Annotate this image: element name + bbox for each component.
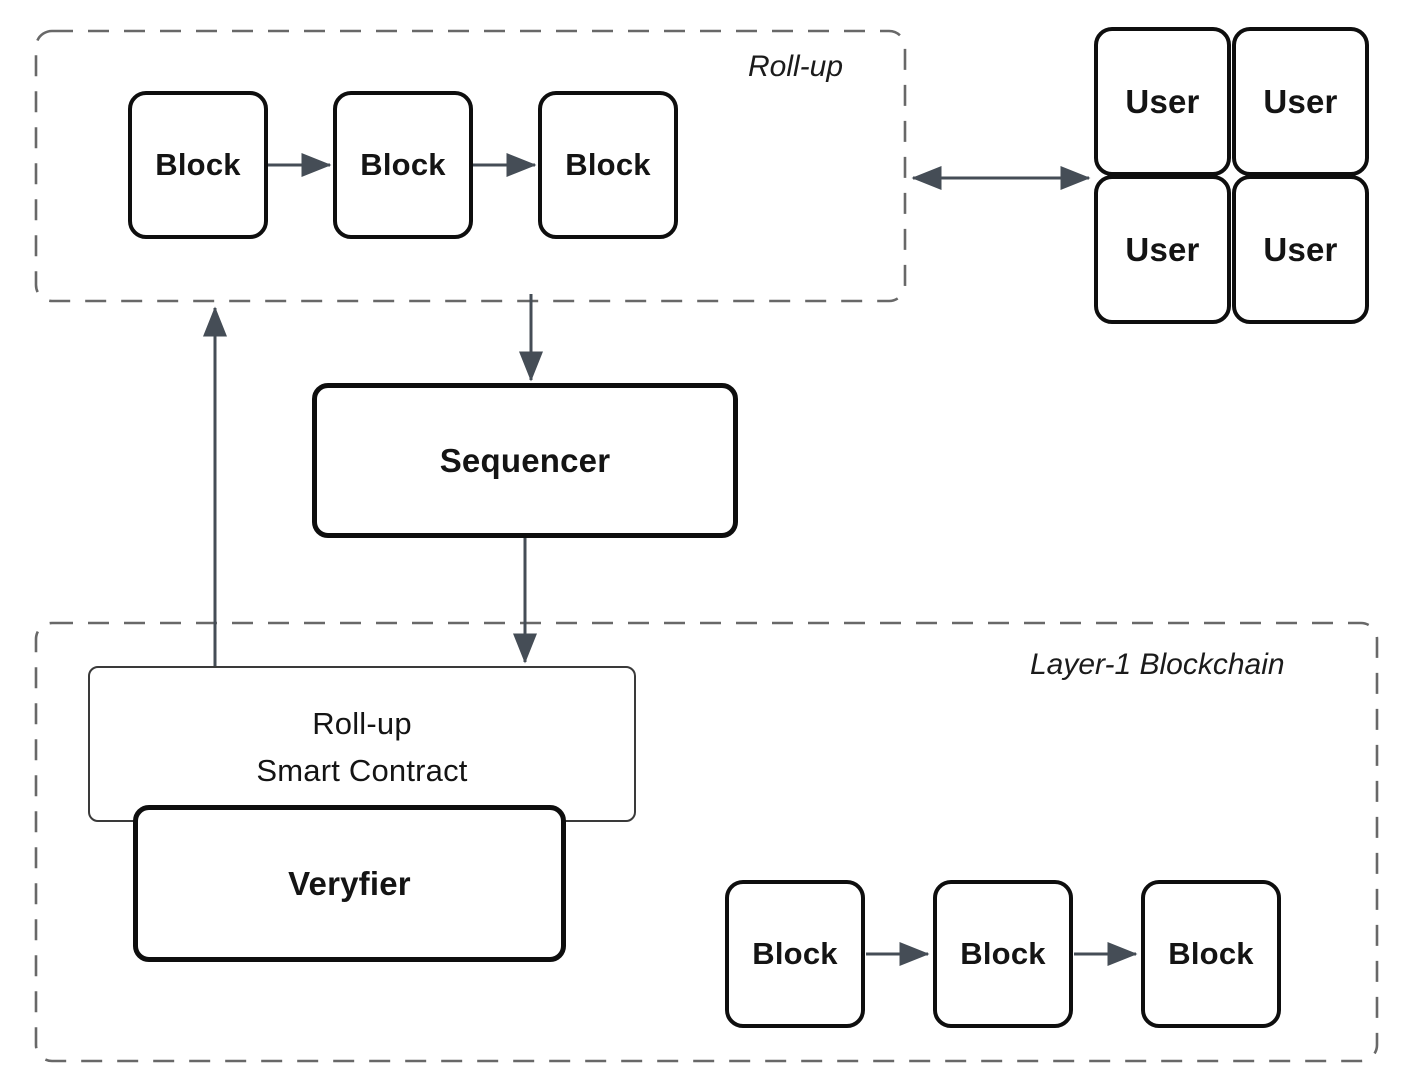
layer1-block-2-label: Block: [960, 936, 1046, 971]
rollup-block-2-label: Block: [360, 147, 446, 182]
user-box-4-label: User: [1263, 230, 1338, 268]
layer1-zone-label: Layer-1 Blockchain: [1030, 648, 1285, 681]
layer1-block-2: Block: [933, 880, 1073, 1028]
layer1-dashed-border: [34, 621, 1379, 1063]
layer1-block-1-label: Block: [752, 936, 838, 971]
verifier-label: Veryfier: [288, 864, 411, 902]
user-box-4: User: [1232, 175, 1369, 324]
smart-contract-box: Roll-up Smart Contract: [88, 666, 636, 822]
rollup-dashed-border: [34, 29, 907, 303]
user-box-1-label: User: [1125, 82, 1200, 120]
user-box-3: User: [1094, 175, 1231, 324]
sequencer-box: Sequencer: [312, 383, 738, 538]
user-box-1: User: [1094, 27, 1231, 176]
user-box-2-label: User: [1263, 82, 1338, 120]
sequencer-label: Sequencer: [439, 441, 611, 479]
smart-contract-line1: Roll-up: [312, 706, 412, 741]
layer1-block-3-label: Block: [1168, 936, 1254, 971]
rollup-zone-label: Roll-up: [748, 50, 844, 83]
rollup-block-1: Block: [128, 91, 268, 239]
rollup-block-2: Block: [333, 91, 473, 239]
rollup-block-3-label: Block: [565, 147, 651, 182]
smart-contract-line2: Smart Contract: [256, 753, 468, 788]
rollup-block-3: Block: [538, 91, 678, 239]
layer1-block-1: Block: [725, 880, 865, 1028]
user-box-3-label: User: [1125, 230, 1200, 268]
rollup-block-1-label: Block: [155, 147, 241, 182]
layer1-block-3: Block: [1141, 880, 1281, 1028]
user-box-2: User: [1232, 27, 1369, 176]
verifier-box: Veryfier: [133, 805, 566, 962]
smart-contract-label: Roll-up Smart Contract: [256, 700, 467, 794]
